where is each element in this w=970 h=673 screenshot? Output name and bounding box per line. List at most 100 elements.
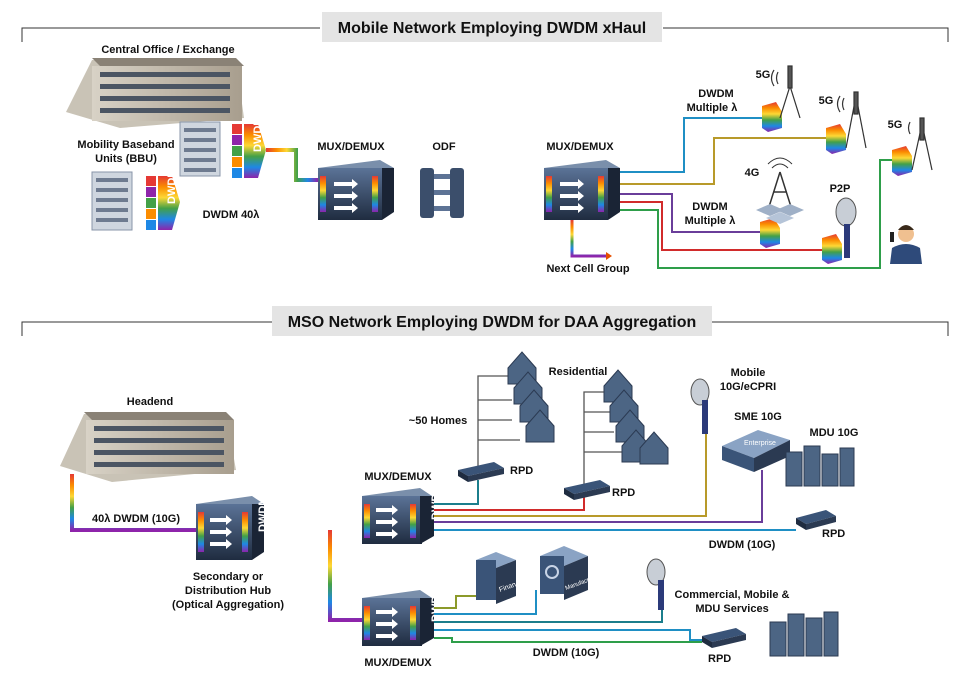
fiber-line (570, 220, 606, 258)
section1-frame: Mobile Network Employing DWDM xHaul (21, 12, 949, 42)
sme-label: SME 10G (734, 411, 782, 423)
dish-icon (835, 197, 857, 258)
hub-box-label: DWDM (257, 497, 269, 532)
mux-box-icon: DWDM (362, 587, 442, 646)
5g-label-a: 5G (756, 69, 771, 81)
fiber-line-gold (434, 404, 707, 517)
fiber-line (328, 530, 362, 622)
hub-label-line1: Secondary or (193, 571, 264, 583)
fiber-line-red (434, 494, 585, 511)
hub-label-line2: Distribution Hub (185, 585, 271, 597)
section2-frame: MSO Network Employing DWDM for DAA Aggre… (21, 306, 949, 336)
fiber-line-teal (434, 480, 479, 505)
dwdm10g-bottom-label: DWDM (10G) (533, 647, 600, 659)
rpd-icon (458, 462, 504, 482)
commercial-label-line1: Commercial, Mobile & (675, 589, 790, 601)
mobile-label-line2: 10G/eCPRI (720, 381, 776, 393)
headend-building-icon (60, 412, 236, 482)
dwdm10g-top-label: DWDM (10G) (709, 539, 776, 551)
server-rack-icon: DWDM (91, 169, 180, 231)
house-icon (507, 351, 669, 465)
homes-label: ~50 Homes (409, 415, 467, 427)
central-office-label: Central Office / Exchange (101, 44, 234, 56)
mux-box-label: DWDM (430, 587, 442, 622)
fiber-line-gold (620, 137, 826, 185)
fiber-line-purple (620, 193, 760, 233)
dwdm-multi-top-line2: Multiple λ (687, 102, 738, 114)
antenna-icon (907, 117, 933, 171)
finance-building-icon: Finance (476, 552, 524, 604)
antenna-icon (836, 91, 867, 149)
rpd2-label: RPD (612, 487, 635, 499)
residential-label: Residential (549, 366, 608, 378)
dwdm-endpoint-icon (892, 146, 912, 176)
4g-label: 4G (745, 167, 760, 179)
residential-tree-lines (477, 375, 622, 484)
mux2-label: MUX/DEMUX (546, 141, 614, 153)
section2-title-bg (272, 306, 712, 336)
bbu-label-line2: Units (BBU) (95, 153, 157, 165)
fiber-line-blue (434, 629, 702, 641)
dish-icon (690, 378, 710, 434)
enterprise-sign: Enterprise (744, 440, 776, 447)
rpd4-label: RPD (708, 653, 731, 665)
section2-title: MSO Network Employing DWDM for DAA Aggre… (288, 314, 697, 331)
server-rack-icon: DWDM (179, 117, 266, 178)
person-phone-icon (890, 225, 922, 264)
dwdm-endpoint-icon (760, 218, 780, 248)
headend-label: Headend (127, 396, 173, 408)
next-cell-label: Next Cell Group (546, 263, 629, 275)
rpd1-label: RPD (510, 465, 533, 477)
fiber-line-olive (434, 595, 476, 609)
rpd-icon (702, 628, 746, 648)
mux-box-icon (318, 160, 394, 220)
mdu-building-icon (769, 611, 839, 657)
fiber-line-purple (434, 470, 763, 523)
5g-label-c: 5G (888, 119, 903, 131)
mdu-label: MDU 10G (810, 427, 859, 439)
fiber-line (70, 474, 196, 532)
fiber-line-blue (620, 117, 762, 173)
dwdm-40-label: DWDM 40λ (203, 209, 260, 221)
odf-icon (420, 168, 464, 218)
5g-label-b: 5G (819, 95, 834, 107)
tower-icon (756, 157, 804, 224)
mux-box-icon (544, 160, 620, 220)
rpd-icon (796, 510, 836, 530)
hub-label-line3: (Optical Aggregation) (172, 599, 284, 611)
dwdm-box-label: DWDM (166, 169, 178, 204)
section1-title-bg (322, 12, 662, 42)
rpd3-label: RPD (822, 528, 845, 540)
dish-icon (646, 558, 666, 610)
fiber-line-teal (434, 606, 663, 623)
section1-title: Mobile Network Employing DWDM xHaul (338, 20, 646, 37)
odf-label: ODF (432, 141, 456, 153)
dwdm-endpoint-icon (762, 102, 782, 132)
dwdm-40-10g-label: 40λ DWDM (10G) (92, 513, 180, 525)
dwdm-endpoint-icon (822, 234, 842, 264)
p2p-label: P2P (830, 183, 851, 195)
fiber-line (266, 148, 318, 182)
office-building-icon: Enterprise (722, 430, 790, 472)
manufacture-building-icon: Manufacture (540, 546, 599, 600)
mux-top-label: MUX/DEMUX (364, 471, 432, 483)
fiber-line-green (434, 637, 702, 643)
central-office-building-icon (66, 58, 244, 128)
fiber-line-green (620, 159, 892, 269)
fiber-line-blue (434, 590, 537, 615)
commercial-label-line2: MDU Services (695, 603, 768, 615)
dwdm-endpoint-icon (826, 124, 846, 154)
mux1-label: MUX/DEMUX (317, 141, 385, 153)
mux-bottom-label: MUX/DEMUX (364, 657, 432, 669)
mux-box-icon: DWDM (362, 485, 442, 544)
mobile-label-line1: Mobile (731, 367, 766, 379)
rpd-icon (564, 480, 610, 500)
mux-box-label: DWDM (430, 485, 442, 520)
dwdm-multi-top-line1: DWDM (698, 88, 733, 100)
dwdm-multi-mid-line2: Multiple λ (685, 215, 736, 227)
dwdm-box-label: DWDM (252, 117, 264, 152)
antenna-icon (770, 65, 801, 119)
fiber-line-red (620, 201, 822, 251)
dwdm-multi-mid-line1: DWDM (692, 201, 727, 213)
